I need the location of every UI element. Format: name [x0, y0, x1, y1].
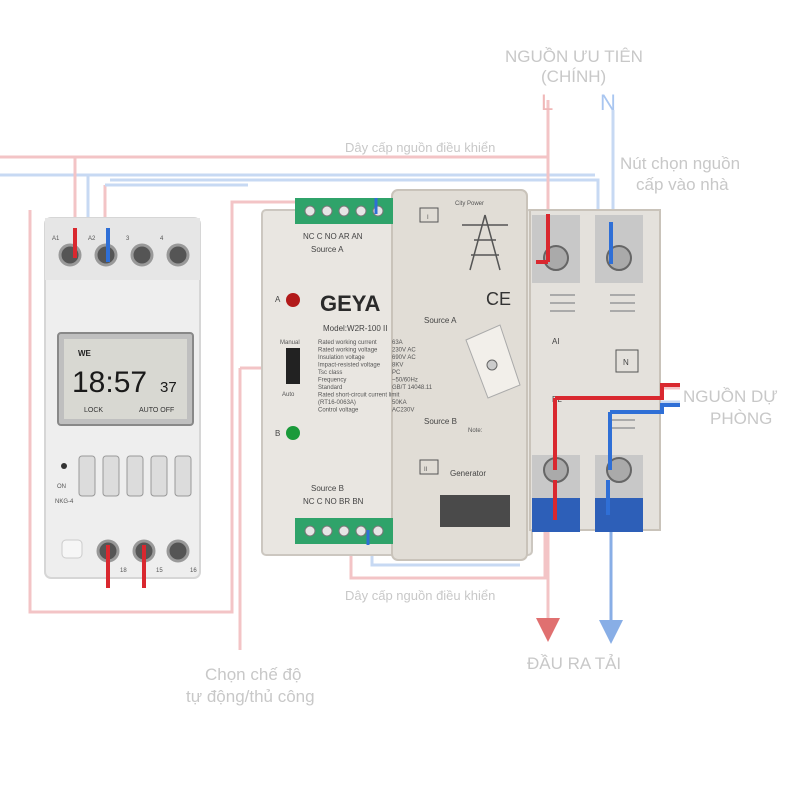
- terminal-4: 4: [160, 236, 164, 242]
- spec-value: AC230V: [392, 408, 414, 414]
- lcd-seconds: 37: [160, 379, 177, 396]
- timer-on: ON: [57, 484, 66, 490]
- terminal-15: 15: [156, 568, 163, 574]
- spec-value: GB/T 14048.11: [392, 385, 433, 391]
- timer-led: [61, 463, 67, 469]
- roman-one: I: [427, 215, 429, 221]
- terminal-18: 18: [120, 568, 127, 574]
- auto-label: Auto: [282, 392, 295, 398]
- lcd-time: 18:57: [72, 366, 147, 399]
- spec-name: Standard: [318, 385, 342, 391]
- roman-two: II: [424, 467, 428, 473]
- label-che-do-1: Chọn chế độ: [205, 665, 301, 684]
- spec-name: (RT16-0063A): [318, 400, 356, 406]
- terminal-3: 3: [126, 236, 130, 242]
- terminal-16: 16: [190, 568, 197, 574]
- terminal-n: N: [623, 358, 629, 367]
- spec-name: Impact-resisted voltage: [318, 363, 381, 369]
- spec-value: ~50/60Hz: [392, 378, 418, 384]
- brand-logo: GEYA: [320, 291, 380, 316]
- label-nguon-uu-tien: NGUỒN ƯU TIÊN: [505, 47, 643, 66]
- spec-value: PC: [392, 370, 401, 376]
- ats-device: NC C NO AR AN Source A Source B NC C NO …: [261, 189, 661, 561]
- spec-table: Rated working current 63A Rated working vo…: [318, 340, 433, 414]
- spec-name: Control voltage: [318, 408, 359, 414]
- spec-name: Frequency: [318, 378, 346, 384]
- timer-buttons[interactable]: [78, 455, 192, 497]
- label-che-do-2: tự động/thủ công: [186, 687, 315, 706]
- source-a-label: Source A: [311, 245, 344, 254]
- label-dau-ra-tai: ĐẦU RA TẢI: [527, 654, 621, 673]
- generator-label: Generator: [450, 469, 486, 478]
- spec-name: Tsc class: [318, 370, 342, 376]
- manual-auto-switch[interactable]: [286, 348, 300, 384]
- source-b-label: Source B: [311, 484, 344, 493]
- label-day-cap-top: Dây cấp nguồn điều khiển: [345, 140, 495, 155]
- city-power-label: City Power: [455, 201, 484, 207]
- source-a-terminals: NC C NO AR AN: [303, 232, 363, 241]
- manual-label: Manual: [280, 340, 300, 346]
- terminal-a1: A1: [52, 236, 60, 242]
- lcd-day: WE: [78, 349, 92, 358]
- spec-value: 50KA: [392, 400, 407, 406]
- label-chinh: (CHÍNH): [541, 67, 606, 86]
- source-a-mid: Source A: [424, 316, 457, 325]
- terminal-ai: AI: [552, 337, 560, 346]
- label-day-cap-bottom: Dây cấp nguồn điều khiển: [345, 588, 495, 603]
- label-nut-chon-1: Nút chọn nguồn: [620, 154, 740, 173]
- label-nut-chon-2: cấp vào nhà: [636, 175, 729, 194]
- spec-name: Rated working voltage: [318, 348, 378, 354]
- spec-name: Insulation voltage: [318, 355, 365, 361]
- source-b-mid: Source B: [424, 417, 457, 426]
- label-l: L: [541, 90, 553, 115]
- indicator-b-light: [286, 426, 300, 440]
- label-phong: PHÒNG: [710, 409, 772, 428]
- terminal-a2: A2: [88, 236, 96, 242]
- indicator-a-light: [286, 293, 300, 307]
- note-label: Note:: [468, 428, 483, 434]
- label-n: N: [600, 90, 616, 115]
- main-wires: [536, 214, 680, 520]
- model-label: Model:W2R-100 II: [323, 324, 387, 333]
- lcd-lock: LOCK: [84, 407, 103, 414]
- spec-name: Rated short-circuit current limit: [318, 393, 400, 399]
- lcd-auto-off: AUTO OFF: [139, 407, 174, 414]
- spec-value: 230V AC: [392, 348, 416, 354]
- label-nguon-du: NGUỒN DỰ: [683, 387, 778, 406]
- indicator-b-label: B: [275, 429, 280, 438]
- spec-value: 8KV: [392, 363, 403, 369]
- source-b-terminals: NC C NO BR BN: [303, 497, 364, 506]
- timer-model: NKG-4: [55, 499, 74, 505]
- timer-device: A1 A2 3 4 WE 18:57 37 LOCK AUTO OFF ON N…: [44, 217, 201, 588]
- spec-value: 690V AC: [392, 355, 416, 361]
- spec-name: Rated working current: [318, 340, 377, 346]
- pylon-icon: [462, 214, 508, 271]
- indicator-a-label: A: [275, 295, 281, 304]
- generator-icon: [440, 495, 510, 527]
- spec-value: 63A: [392, 340, 403, 346]
- ce-mark: CE: [486, 289, 511, 309]
